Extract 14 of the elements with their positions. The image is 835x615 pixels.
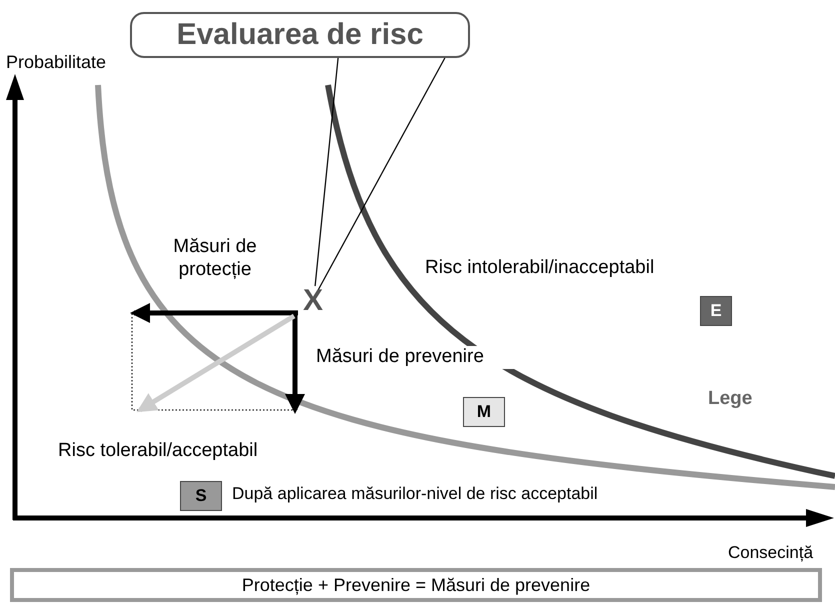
axis-or-zone-label: Lege: [708, 388, 752, 410]
axis-or-zone-label: Risc tolerabil/acceptabil: [58, 440, 258, 462]
risk-level-tag: M: [463, 397, 505, 427]
arrow: [285, 314, 305, 414]
axis-or-zone-label: Risc intolerabil/inacceptabil: [425, 257, 654, 279]
formula-panel: Protecție + Prevenire = Măsuri de prevenire: [10, 568, 822, 602]
arrow: [130, 303, 298, 323]
risk-level-tag: S: [180, 481, 222, 511]
risk-level-tag: E: [700, 296, 732, 326]
axis-or-zone-label: După aplicarea măsurilor-nivel de risc acceptabil: [232, 484, 598, 504]
risk-point-mark: X: [298, 284, 328, 318]
speech-bubble: Evaluarea de risc: [130, 12, 470, 58]
axis-or-zone-label: Consecință: [728, 543, 814, 563]
axis-or-zone-label: Probabilitate: [6, 52, 106, 73]
